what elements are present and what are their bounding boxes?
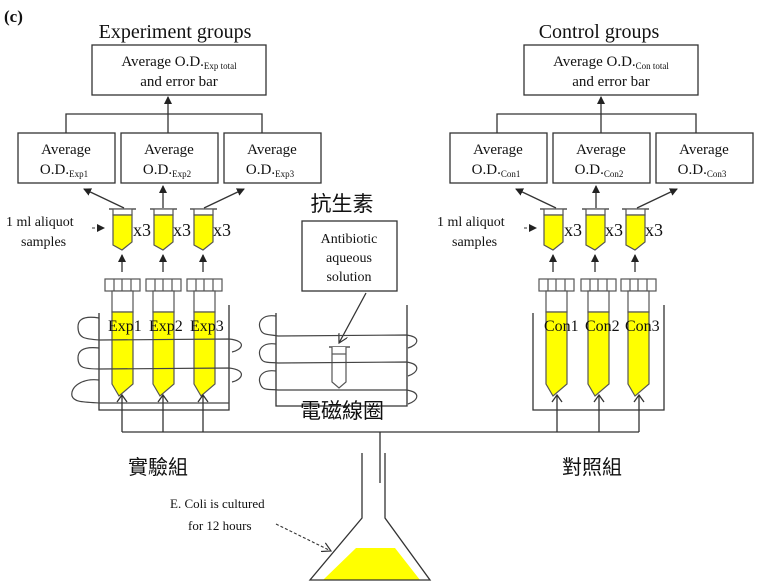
experiment-coil-loop-1 [77, 316, 242, 353]
experiment-avg-box-1-od: O.D.Exp1 [40, 162, 88, 179]
center-coil-loop-1 [258, 315, 418, 349]
control-feed-arrowheads [551, 393, 645, 403]
experiment-container [98, 305, 230, 411]
figure-label: (c) [4, 7, 23, 26]
experiment-section: Experiment groups Average O.D.Exp total … [6, 21, 322, 479]
control-avg-box-2-label: Average [576, 142, 626, 158]
control-group-label: 對照組 [562, 455, 622, 479]
control-avg-box-1 [449, 132, 548, 184]
experiment-group-label: 實驗組 [128, 455, 188, 479]
experiment-avg-box-1-label: Average [41, 142, 91, 158]
control-aliquot-label-2: samples [452, 235, 497, 250]
experiment-culture-tube-3 [186, 278, 223, 397]
experiment-replicate-3: x3 [213, 220, 231, 240]
control-aliquot-arrow-3 [636, 188, 678, 209]
control-sample-tube-2 [582, 208, 609, 251]
control-avg-box-3 [655, 132, 754, 184]
antibiotic-section: 抗生素 Antibiotic aqueous solution 電磁線圈 [258, 192, 418, 423]
experiment-tube-label-1: Exp1 [108, 318, 142, 335]
experiment-title: Experiment groups [99, 21, 252, 43]
control-culture-tube-3 [620, 278, 657, 397]
control-avg-box-1-label: Average [473, 142, 523, 158]
control-tube-label-2: Con2 [585, 318, 620, 335]
culture-distribution: E. Coli is cultured for 12 hours [122, 431, 639, 581]
experiment-feed-lines [121, 396, 204, 432]
experiment-coil-loop-2 [77, 347, 242, 383]
experiment-culture-tube-1 [104, 278, 141, 397]
coil-label: 電磁線圈 [300, 399, 384, 423]
control-total-label: Average O.D.Con total [553, 54, 669, 71]
experiment-feed-arrowheads [116, 393, 209, 403]
control-title: Control groups [539, 21, 660, 43]
experiment-avg-box-3 [223, 132, 322, 184]
control-feed-lines [556, 396, 640, 432]
experiment-tree-connector [65, 113, 263, 133]
experiment-replicate-2: x3 [173, 220, 191, 240]
experiment-avg-box-2-od: O.D.Exp2 [143, 162, 191, 179]
experiment-tube-label-3: Exp3 [190, 318, 224, 335]
center-coil-loop-2 [258, 343, 418, 377]
antibiotic-box [301, 220, 398, 292]
control-section: Control groups Average O.D.Con total and… [437, 21, 754, 479]
culture-note-line-1: E. Coli is cultured [170, 496, 265, 511]
experiment-avg-box-2 [120, 132, 219, 184]
experiment-avg-box-1 [17, 132, 116, 184]
flask-outline [308, 453, 432, 581]
control-sample-tube-1 [540, 208, 567, 251]
culture-note-line-2: for 12 hours [188, 518, 252, 533]
control-avg-box-1-od: O.D.Con1 [472, 162, 521, 179]
control-replicate-2: x3 [605, 220, 623, 240]
center-coil-loop-3 [258, 370, 418, 405]
control-replicate-1: x3 [564, 220, 582, 240]
culture-note-pointer [275, 523, 331, 551]
antibiotic-tube [329, 346, 350, 389]
antibiotic-label: 抗生素 [311, 192, 374, 216]
experiment-total-label: Average O.D.Exp total [121, 54, 237, 71]
antibiotic-box-line-2: aqueous [326, 251, 372, 266]
experiment-coil-loop-3 [71, 379, 229, 404]
flask-liquid [323, 548, 420, 580]
experiment-avg-box-3-od: O.D.Exp3 [246, 162, 295, 179]
control-tube-label-1: Con1 [544, 318, 579, 335]
experiment-culture-tube-2 [145, 278, 182, 397]
experiment-aliquot-arrow-1 [83, 188, 125, 209]
control-culture-tube-2 [580, 278, 617, 397]
control-avg-box-3-label: Average [679, 142, 729, 158]
control-total-label-2: and error bar [572, 74, 649, 90]
experiment-total-label-2: and error bar [140, 74, 217, 90]
control-avg-box-2-od: O.D.Con2 [575, 162, 624, 179]
control-avg-box-3-od: O.D.Con3 [678, 162, 727, 179]
control-sample-tube-3 [622, 208, 649, 251]
control-avg-box-2 [552, 132, 651, 184]
experiment-aliquot-arrow-3 [203, 188, 245, 209]
control-replicate-3: x3 [645, 220, 663, 240]
experiment-sample-tube-2 [150, 208, 177, 251]
control-tube-label-3: Con3 [625, 318, 660, 335]
control-aliquot-arrow-1 [515, 188, 557, 209]
experiment-replicate-1: x3 [133, 220, 151, 240]
experiment-sample-tube-3 [190, 208, 217, 251]
control-culture-tube-1 [538, 278, 575, 397]
experiment-total-box [91, 44, 267, 96]
control-aliquot-label-1: 1 ml aliquot [437, 215, 505, 230]
control-total-box [523, 44, 699, 96]
experiment-avg-box-2-label: Average [144, 142, 194, 158]
experiment-aliquot-label-2: samples [21, 235, 66, 250]
coil-container [275, 305, 408, 407]
antibiotic-arrow [339, 292, 367, 343]
experiment-aliquot-label-1: 1 ml aliquot [6, 215, 74, 230]
experiment-avg-box-3-label: Average [247, 142, 297, 158]
control-tree-connector [496, 113, 697, 133]
experiment-sample-tube-1 [109, 208, 136, 251]
antibiotic-box-line-1: Antibiotic [321, 232, 378, 247]
experiment-tube-label-2: Exp2 [149, 318, 183, 335]
antibiotic-box-line-3: solution [326, 270, 371, 285]
